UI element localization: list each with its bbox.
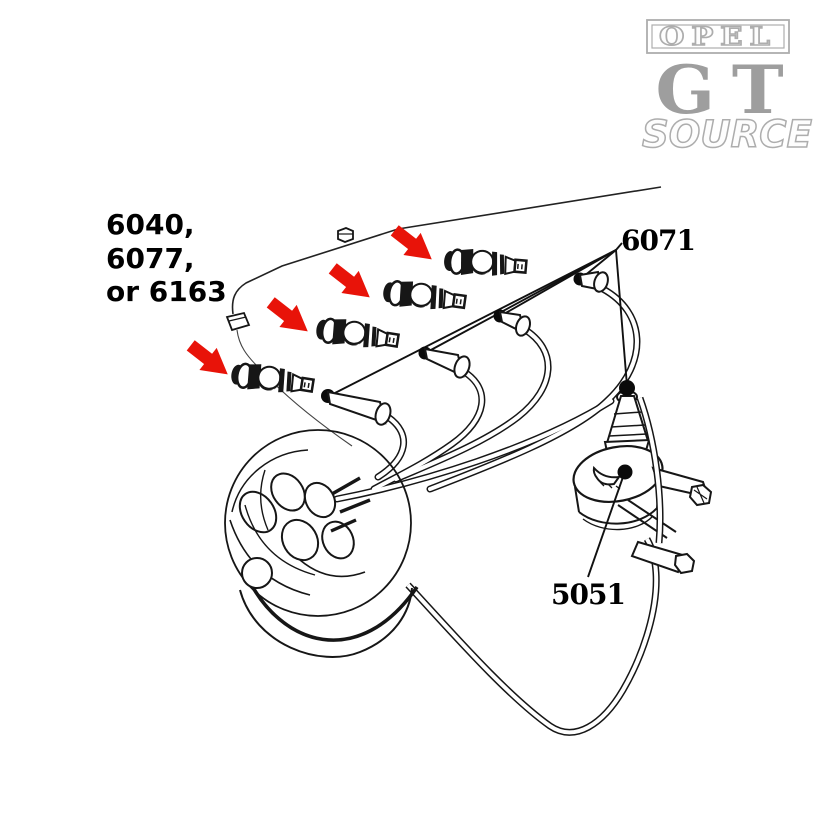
vacuum-line [225, 186, 662, 447]
spark-plug [441, 245, 529, 282]
part-number-line: 6040, [106, 208, 195, 241]
logo-gt-text: GT [656, 51, 801, 129]
hose-nut-icon [337, 227, 354, 243]
part-number-line: 6077, [106, 241, 195, 275]
coil-slot [592, 465, 622, 486]
spark-plug-wires [333, 285, 641, 503]
coil-part-number: 5051 [551, 578, 626, 611]
part-number-line: or 6163 [106, 275, 227, 309]
red-arrow-icon [324, 257, 379, 309]
logo-box-inner [651, 24, 785, 49]
logo-source-text: SOURCE [642, 113, 812, 156]
wire-boots [326, 270, 609, 426]
opel-gt-source-logo: OPEL GT SOURCE [641, 19, 813, 157]
spark-plug [313, 313, 401, 356]
wire-set-part-number: 6071 [621, 224, 696, 257]
distributor [224, 429, 413, 658]
logo-box-outer [646, 19, 790, 54]
spark-plug [380, 276, 468, 317]
logo-opel-text: OPEL [659, 22, 777, 51]
ignition-coil [572, 390, 713, 575]
spark-plug-part-numbers: 6040, 6077, or 6163 [106, 208, 227, 309]
red-arrow-icon [182, 334, 237, 386]
coil-bracket [617, 466, 713, 575]
coil-wire-loop [244, 537, 660, 736]
magnifier-circle [224, 429, 412, 617]
spark-plug [228, 358, 316, 401]
red-arrow-icon [262, 291, 317, 343]
hose-clip-icon [225, 311, 251, 332]
